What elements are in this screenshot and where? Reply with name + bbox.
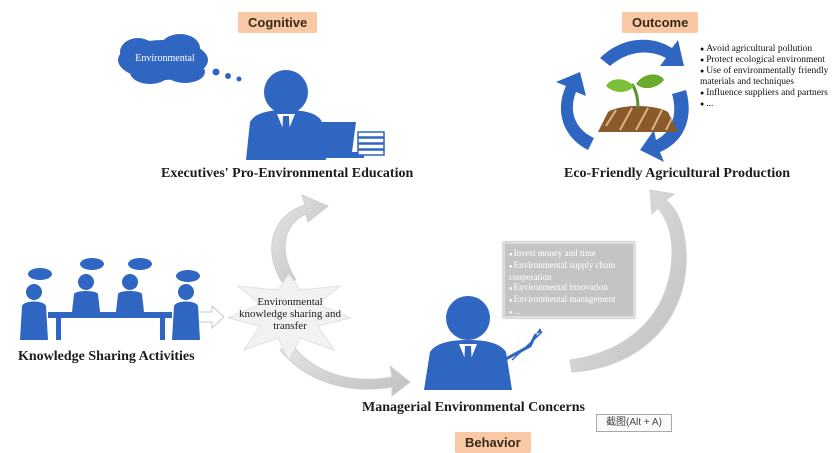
outcome-bullet: Avoid agricultural pollution — [700, 44, 832, 55]
cycle-arrow-left-up — [271, 194, 329, 283]
hollow-arrow-right — [195, 304, 225, 330]
board-bullet: ... — [509, 306, 629, 318]
outcome-bullet: Influence suppliers and partners — [700, 88, 832, 99]
board-bullet: Environmental supply chain cooperation — [509, 260, 629, 282]
action-board: Invest money and time Environmental supp… — [503, 242, 635, 318]
books-icon — [357, 131, 385, 156]
cognitive-tag: Cognitive — [238, 12, 318, 33]
outcome-bullet: Protect ecological environment — [700, 55, 832, 66]
outcome-bullets: Avoid agricultural pollution Protect eco… — [700, 44, 832, 110]
thought-bubble — [118, 34, 242, 84]
board-bullet: Environmental innovation — [509, 282, 629, 294]
star-burst — [226, 273, 352, 362]
meeting-icon — [20, 258, 200, 340]
manager-figure — [424, 296, 543, 390]
cycle-arrow-right-up — [569, 189, 687, 373]
outcome-bullet: ... — [700, 99, 832, 110]
executive-figure — [246, 70, 326, 160]
recycle-icon — [556, 39, 689, 162]
star-text: Environmental knowledge sharing and tran… — [238, 296, 342, 332]
knowledge-sharing-caption: Knowledge Sharing Activities — [18, 349, 195, 364]
managerial-caption: Managerial Environmental Concerns — [362, 400, 585, 415]
cycle-arrow-bottom — [279, 343, 411, 398]
screenshot-hint[interactable]: 截图(Alt + A) — [596, 414, 672, 432]
board-bullet: Invest money and time — [509, 248, 629, 260]
behavior-tag: Behavior — [455, 432, 531, 453]
eco-friendly-caption: Eco-Friendly Agricultural Production — [564, 166, 791, 181]
sprout-icon — [598, 74, 678, 132]
executives-caption: Executives' Pro-Environmental Education — [161, 166, 414, 181]
outcome-tag: Outcome — [622, 12, 699, 33]
board-bullet: Environmental management — [509, 294, 629, 306]
thought-bubble-text: Environmental — [135, 53, 195, 64]
outcome-bullet: Use of environmentally friendly material… — [700, 66, 832, 88]
laptop-icon — [300, 122, 364, 158]
